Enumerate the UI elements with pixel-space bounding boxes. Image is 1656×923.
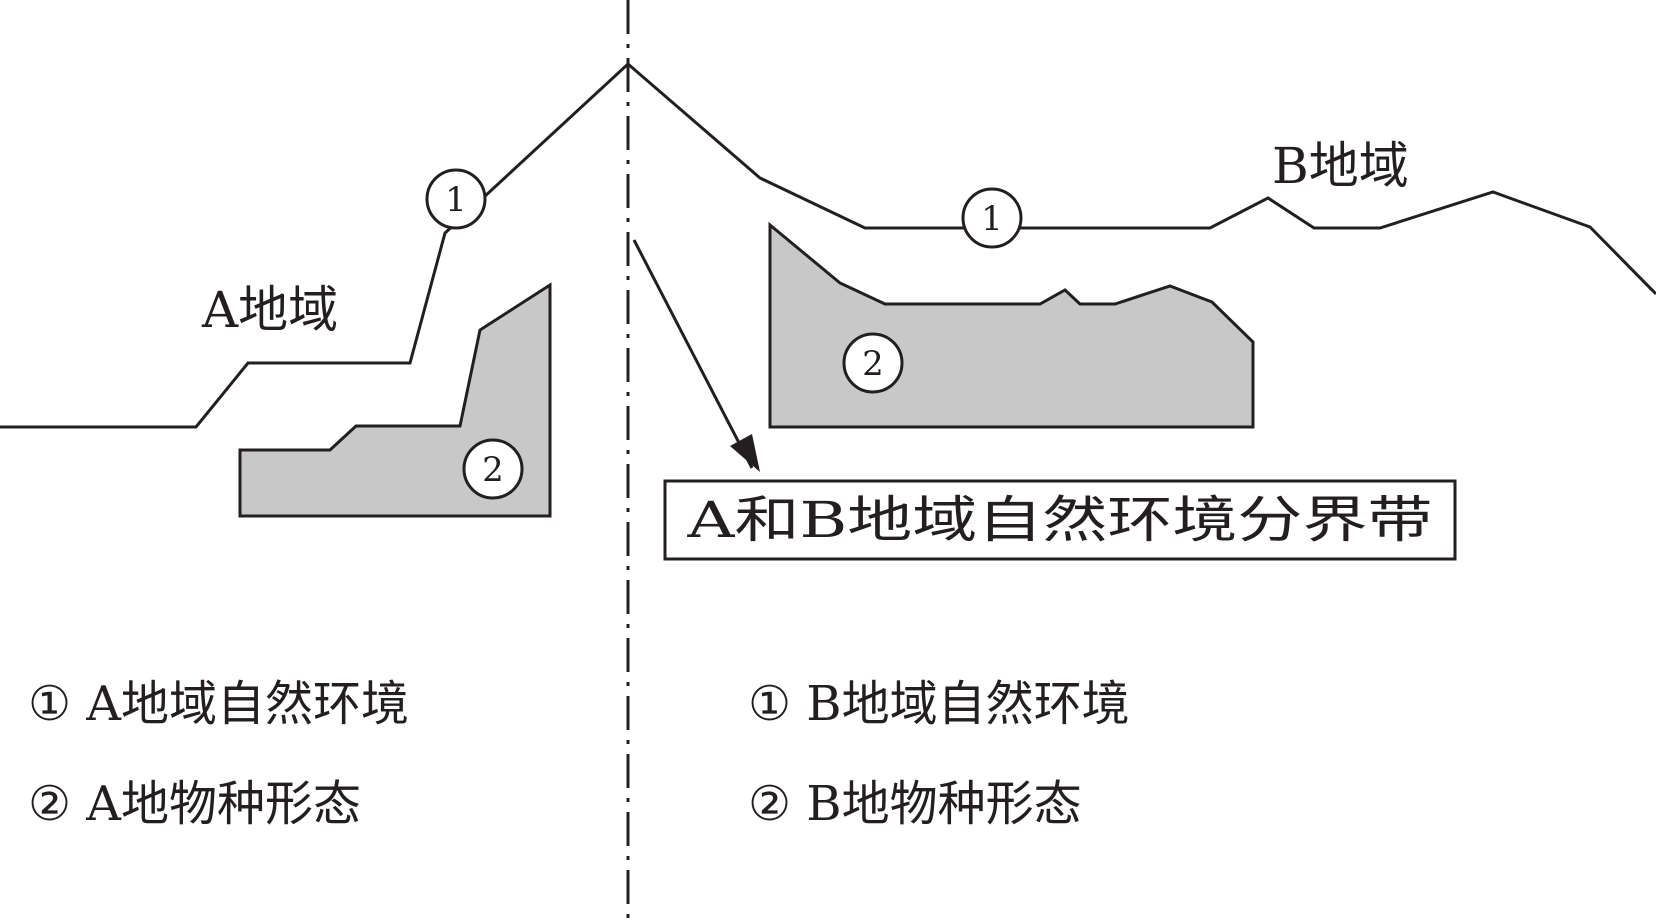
marker-number: 2	[482, 450, 504, 490]
legend-b-species: ② B地物种形态	[748, 776, 1082, 832]
marker-circle	[961, 187, 1023, 249]
region-a-label: A地域	[201, 281, 338, 339]
species-shape-b	[768, 221, 1255, 429]
legend-a-species: ② A地物种形态	[28, 776, 361, 832]
boundary-label: A和B地域自然环境分界带	[686, 491, 1432, 549]
marker-one-b: 1	[961, 187, 1023, 249]
marker-two-a: 2	[462, 438, 524, 500]
marker-number: 1	[981, 199, 1003, 239]
marker-number: 2	[862, 344, 884, 384]
region-b-label: B地域	[1272, 137, 1409, 195]
marker-two-b: 2	[842, 332, 904, 394]
marker-circle	[842, 332, 904, 394]
boundary-arrow-line	[632, 239, 754, 469]
marker-circle	[462, 438, 524, 500]
boundary-label-box	[663, 479, 1457, 561]
boundary-arrowhead	[730, 434, 760, 472]
environment-profile-line	[0, 61, 1656, 429]
marker-one-a: 1	[425, 168, 487, 230]
legend-b-environment: ① B地域自然环境	[748, 676, 1130, 732]
marker-circle	[425, 168, 487, 230]
legend-a-environment: ① A地域自然环境	[28, 676, 409, 732]
marker-number: 1	[445, 180, 467, 220]
